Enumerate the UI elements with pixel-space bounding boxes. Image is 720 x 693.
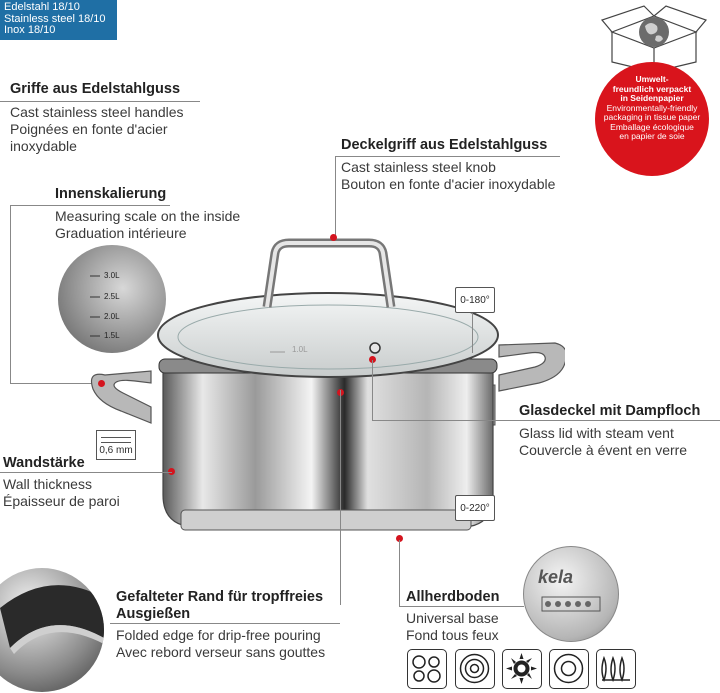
rim-title-2: Ausgießen [116,606,191,622]
wall-title: Wandstärke [3,455,85,471]
eco-line-3: in Seidenpapier [620,93,684,103]
ceramic-hob-icon [407,649,447,689]
scale-detail-image: 3.0L 2.5L 2.0L 1.5L [58,245,166,353]
scale-mark-3: 2.0L [104,312,120,321]
material-en: Stainless steel 18/10 [4,12,106,25]
eco-packaging-badge: Umwelt- freundlich verpackt in Seidenpap… [595,62,709,176]
glass-en: Glass lid with steam vent [519,425,674,441]
handles-title: Griffe aus Edelstahlguss [10,81,181,97]
base-marker [396,535,403,542]
wall-fr: Épaisseur de paroi [3,493,120,509]
knob-title: Deckelgriff aus Edelstahlguss [341,137,548,153]
rim-title-1: Gefalteter Rand für tropffreies [116,589,324,605]
base-fr: Fond tous feux [406,627,499,643]
knob-rule [335,156,560,157]
box-globe-icon [600,5,708,73]
lid-scale-mark: 1.0L [292,345,308,354]
handle-marker [98,380,105,387]
base-title: Allherdboden [406,589,500,605]
knob-leader [335,156,336,236]
base-leader [399,540,400,606]
rim-rule [110,623,340,624]
left-leader-horizontal [10,383,98,384]
scale-rule [10,205,170,206]
scale-en: Measuring scale on the inside [55,208,241,224]
glass-fr: Couvercle à évent en verre [519,442,688,458]
base-temp-box: 0-220° [455,495,495,521]
glass-title: Glasdeckel mit Dampfloch [519,403,701,419]
base-detail-image: kela [523,546,619,642]
lid-temp-box: 0-180° [455,287,495,313]
wall-marker [168,468,175,475]
scale-title: Innenskalierung [55,186,167,202]
electric-plate-icon [455,649,495,689]
induction-hob-icon [596,649,636,689]
eco-line-6: Emballage écologique [610,121,694,132]
wall-en: Wall thickness [3,476,92,492]
rim-en: Folded edge for drip-free pouring [116,627,321,643]
handles-fr-2: inoxydable [10,138,77,154]
steam-vent-marker [369,356,376,363]
material-fr: Inox 18/10 [4,24,56,36]
eco-line-2: freundlich verpackt [612,83,692,94]
gas-burner-icon [502,649,542,689]
halogen-hob-icon [549,649,589,689]
eco-line-5: packaging in tissue paper [603,112,701,122]
eco-line-4: Environmentally-friendly [606,102,698,113]
wall-thickness-box: 0,6 mm [96,430,136,460]
rim-detail-image [0,568,104,692]
base-en: Universal base [406,610,499,626]
eco-line-7: en papier de soie [619,131,685,141]
cooking-pot-image [90,238,565,531]
eco-line-1: Umwelt- [635,74,669,84]
base-rule [399,606,524,607]
glass-rule [372,420,720,421]
handles-rule [0,101,200,102]
lid-temp-leader [472,313,473,353]
wall-thickness-value: 0,6 mm [99,445,133,456]
wall-rule [0,472,172,473]
rim-fr: Avec rebord verseur sans gouttes [116,644,326,660]
scale-mark-4: 1.5L [104,331,120,340]
handles-fr-1: Poignées en fonte d'acier [10,121,168,137]
material-de: Edelstahl 18/10 [4,1,80,13]
knob-marker [330,234,337,241]
scale-mark-2: 2.5L [104,292,120,301]
scale-mark-1: 3.0L [104,271,120,280]
kela-logo: kela [538,567,574,587]
material-badge: Edelstahl 18/10 Stainless steel 18/10 In… [0,0,117,40]
handles-en: Cast stainless steel handles [10,104,184,120]
scale-fr: Graduation intérieure [55,225,187,241]
knob-fr: Bouton en fonte d'acier inoxydable [341,176,556,192]
rim-leader [340,390,341,605]
left-leader-vertical [10,205,11,383]
knob-en: Cast stainless steel knob [341,159,496,175]
glass-leader-vertical [372,360,373,420]
